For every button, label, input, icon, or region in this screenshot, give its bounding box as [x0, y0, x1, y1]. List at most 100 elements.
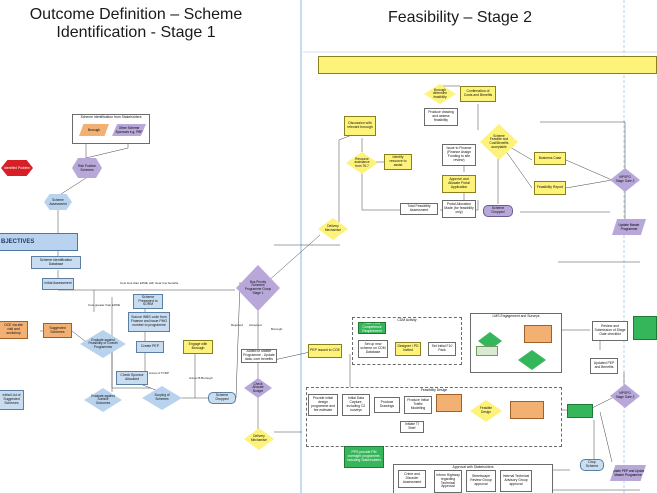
feasibility-orange-box — [436, 394, 462, 412]
pep-issued-box: PEP Issued to COE — [308, 344, 342, 358]
stakeholder-sources-header: Scheme Identification from Stakeholders — [80, 115, 142, 119]
confirm-costs-box: Confirmation of Costs and Benefits — [460, 86, 496, 102]
team-hss-box: Team HSS Competence Requirement — [358, 322, 386, 334]
check-allocate-decision: Check Allocate Budget — [244, 378, 272, 398]
updated-pep-box: Updated PEP and Benefits — [590, 358, 618, 374]
cdm-activity-label: CDM Activity — [397, 318, 417, 322]
evaluate-surface-label: Evaluate against Surface Outcomes — [91, 393, 115, 405]
business-case-box: Business Case — [534, 152, 566, 165]
check-allocate-label: Check Allocate Budget — [252, 381, 264, 393]
delivery-mechanism-upper-label: Delivery Mechanism — [324, 224, 342, 232]
provide-initial-design-box: Provide initial design programme and fee… — [308, 394, 338, 416]
scheme-identification-database: Scheme Identification Database — [31, 256, 81, 269]
annex-a-label: Annex A TCRP — [149, 371, 169, 375]
evaluate-surface-decision: Evaluate against Surface Outcomes — [84, 388, 122, 412]
set-f10-pack-box: Set Initial F10 Pack — [428, 342, 456, 356]
scheme-dropped-stage2: Scheme Dropped — [483, 205, 513, 217]
evaluate-feasibility-label: Evaluate against Feasibility or Growth P… — [88, 337, 118, 349]
pps-oversight-box: PPS provide PM oversight programme, incl… — [344, 446, 384, 468]
borough-determine-decision: Borough determine feasibility — [424, 84, 456, 104]
lms-decision-b — [518, 350, 546, 370]
update-pep-master-box: Update PEP and Update Master Programme — [610, 465, 646, 481]
scheme-dropped-stage1: Scheme Dropped — [208, 392, 236, 404]
feasibility-design-label: Feasibility Design — [420, 388, 448, 392]
scoping-schemes-label: Scoping of Schemes — [154, 393, 170, 401]
initiate-ti-brief-box: Initiate TI Brief — [400, 421, 424, 433]
discussion-borough-box: Discussion with relevant borough — [344, 116, 376, 136]
stage-gate-2-lower-label: MPSPG Stage Gate 2 — [615, 391, 635, 399]
review-submission-box: Review and Submission of Stage Gate chec… — [592, 321, 628, 341]
borough-source: Borough — [79, 124, 109, 136]
delivery-mechanism-lower-label: Delivery Mechanism — [250, 434, 268, 442]
green-doc-box — [567, 404, 593, 418]
lms-step-box — [476, 346, 498, 356]
internal-technical-box: Internal Technical Advisory Group approv… — [500, 470, 532, 492]
stage1-title-text: Outcome Definition – Scheme Identificati… — [29, 6, 243, 42]
resource-assist-label: Resource assistance from TfL? — [354, 156, 370, 168]
stage2-banner — [318, 56, 657, 74]
borough-determine-label: Borough determine feasibility — [432, 87, 448, 99]
issue-finance-box: Issue to Finance (Finance Assign Funding… — [442, 144, 476, 166]
approval-stakeholders-label: Approval with Stakeholders — [452, 465, 494, 469]
delivery-mechanism-decision-lower: Delivery Mechanism — [244, 428, 274, 450]
identify-resource-box: Identify resource to assist — [384, 154, 412, 170]
resource-assist-decision: Resource assistance from TfL? — [346, 152, 378, 174]
evaluate-feasibility-decision: Evaluate against Feasibility or Growth P… — [80, 330, 126, 358]
create-pep-box: Create PEP — [136, 341, 164, 353]
bus-priority-label: Bus Priority Schemes Programme Group Sta… — [244, 279, 272, 295]
borough-branch-label: Borough — [271, 327, 283, 331]
scheme-presented-box: Scheme Presented to SORM — [133, 294, 163, 309]
accepted-label: Accepted — [249, 323, 262, 327]
initial-assessment-box: Initial Assessment — [42, 278, 74, 290]
approve-portal-box: Approve and Allocate Portal Application — [442, 175, 476, 193]
objectives-band: BJECTIVES — [0, 233, 78, 251]
setup-cdm-box: Set up new scheme on CDM Database — [358, 340, 388, 358]
added-master-programme-box: Added to Master Programme - Update data,… — [241, 349, 277, 363]
green-side-box — [633, 316, 657, 340]
feasibility-orange-box-2 — [510, 401, 544, 419]
scheme-feasible-decision: Scheme Feasible and Cost/Benefits accept… — [480, 124, 518, 160]
stage-gate-2-decision: MPSPG Stage Gate 2 — [610, 168, 640, 192]
update-master-programme: Update Master Programme — [612, 219, 646, 235]
drop-scheme-box: Drop Scheme — [580, 459, 604, 471]
stage-gate-2-label: MPSPG Stage Gate 2 — [615, 175, 635, 183]
produce-drawings-box: Produce Drawings — [374, 397, 400, 413]
stage-gate-2-lower-decision: MPSPG Stage Gate 2 — [610, 384, 640, 408]
source-wbs-box: Source WBS code from Finance and issue P… — [128, 312, 170, 332]
produce-drawing-box: Produce drawing and assess feasibility — [424, 108, 458, 126]
stage1-title: Outcome Definition – Scheme Identificati… — [2, 6, 270, 43]
identified-problem-hex: Identified Problem — [1, 160, 33, 176]
suggested-schemes-box: Suggested Schemes — [43, 323, 72, 338]
initial-list-schemes-box: Initial List of Suggested Schemes — [0, 390, 24, 410]
rejected-label: Rejected — [231, 323, 243, 327]
inform-highway-box: Inform Highway regarding Technical Appro… — [434, 470, 462, 493]
check-sponsor-box: Check Sponsor Allocated — [116, 371, 148, 385]
total-feasibility-box: Total Feasibility Assessment — [400, 203, 438, 215]
lms-engagement-label: LMS Engagement and Surveys — [492, 314, 540, 318]
stage2-title: Feasibility – Stage 2 — [387, 9, 533, 26]
scheme-feasible-label: Scheme Feasible and Cost/Benefits accept… — [489, 133, 509, 149]
streetscape-box: Streetscape Review Group approval — [466, 470, 496, 492]
crime-disorder-box: Crime and Disorder Assessment — [398, 470, 426, 488]
lms-orange-box — [524, 325, 552, 343]
cost-greater-label: Cost greater than £250k — [88, 303, 121, 307]
cost-less-label: Cost less than £250k with clear low bene… — [120, 281, 179, 285]
risk-position-schemes-hex: Risk Position Schemes — [72, 158, 102, 178]
initial-data-capture-box: Initial Data Capture, including C2 surve… — [342, 394, 370, 416]
feasible-design-decision: Feasible Design — [470, 400, 502, 422]
designer-pd-box: Designer / PD invited — [395, 342, 421, 356]
scheme-assessment-hex: Scheme Assessment — [44, 194, 72, 210]
engage-borough-box: Engage with Borough — [183, 340, 213, 354]
annex-b-label: Annex B Borough — [189, 376, 213, 380]
feasibility-report-box: Feasibility Report — [534, 181, 566, 195]
bus-priority-decision: Bus Priority Schemes Programme Group Sta… — [236, 265, 280, 311]
portal-allocation-box: Portal Allocation Made (for feasibility … — [442, 200, 476, 218]
delivery-mechanism-decision-upper: Delivery Mechanism — [318, 218, 348, 240]
scoping-schemes-decision: Scoping of Schemes — [142, 386, 182, 410]
other-scheme-sponsor-source: Other Scheme Sponsors e.g. PBP — [112, 124, 146, 136]
produce-traffic-box: Produce Initial Traffic Modelling — [404, 396, 432, 414]
feasible-design-label: Feasible Design — [479, 406, 493, 414]
site-visit-workshop-box: OCE via site visit and workshop — [0, 321, 28, 339]
